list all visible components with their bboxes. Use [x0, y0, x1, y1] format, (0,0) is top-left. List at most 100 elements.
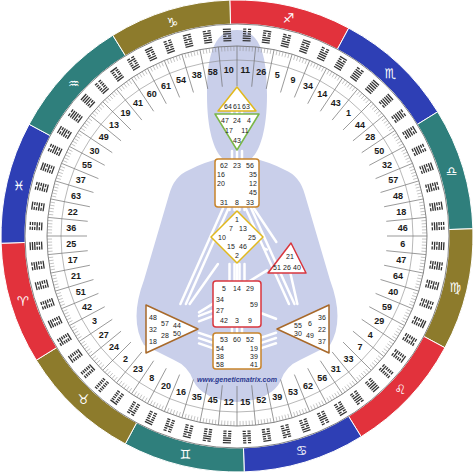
yang-line [183, 435, 191, 438]
yang-line [354, 71, 361, 77]
yin-line [47, 299, 49, 302]
yin-line [30, 222, 31, 225]
yin-line [98, 389, 101, 392]
yin-line [395, 355, 398, 358]
gate-number: 8 [235, 199, 239, 206]
yin-line [31, 262, 33, 265]
degree-tick [399, 144, 403, 146]
yang-line [166, 48, 174, 52]
yin-line [301, 43, 304, 45]
yin-line [432, 242, 433, 245]
degree-tick [156, 403, 158, 408]
yin-line [413, 153, 416, 156]
degree-tick [322, 401, 324, 405]
degree-tick [311, 62, 313, 67]
hexagram-symbol [35, 182, 49, 193]
yin-line [98, 86, 101, 89]
yin-line [430, 306, 432, 309]
gate-number: 20 [217, 180, 225, 187]
yang-line [89, 101, 95, 108]
degree-tick [47, 242, 52, 243]
yang-line [373, 386, 380, 392]
gate-number: 8 [149, 374, 154, 383]
degree-tick [109, 95, 112, 99]
gate-spoke [48, 217, 88, 221]
yang-line [365, 88, 372, 94]
yin-line [67, 131, 70, 134]
yang-line [366, 86, 373, 92]
yang-line [393, 115, 399, 122]
yin-line [443, 227, 444, 230]
gate-spoke [384, 199, 423, 207]
body-silhouette [137, 30, 338, 402]
degree-tick [411, 298, 416, 300]
yin-line [209, 431, 212, 433]
yang-line [48, 321, 53, 329]
degree-tick [76, 136, 80, 139]
yin-line [114, 75, 117, 78]
degree-tick [412, 175, 417, 177]
yin-line [248, 442, 251, 443]
degree-tick [197, 50, 198, 55]
yin-line [405, 136, 408, 139]
degree-tick [215, 420, 217, 425]
yin-line [299, 420, 302, 422]
zodiac-sign: ♐ [283, 11, 295, 24]
yang-line [86, 98, 92, 105]
yin-line [40, 261, 42, 264]
yin-line [166, 422, 169, 424]
spleen-center: 48574450322818 [145, 304, 199, 354]
yin-line [321, 49, 324, 52]
yin-line [427, 168, 429, 171]
yin-line [148, 415, 151, 418]
degree-tick [299, 410, 301, 415]
yang-line [351, 74, 358, 80]
gate-spoke [237, 386, 238, 426]
hexagram-symbol [68, 349, 83, 363]
degree-tick [382, 351, 386, 354]
yang-line [149, 55, 157, 60]
degree-tick [139, 395, 142, 399]
yin-line [113, 73, 116, 76]
yin-line [432, 183, 434, 186]
yin-line [134, 407, 137, 410]
degree-tick [345, 82, 348, 86]
yang-line [33, 262, 35, 270]
yang-line [82, 95, 88, 102]
yang-line [340, 411, 348, 416]
degree-tick [179, 412, 181, 417]
gate-number: 4 [247, 117, 251, 124]
yin-line [382, 364, 385, 367]
yin-line [65, 135, 68, 138]
center-outline [211, 211, 263, 263]
yin-line [117, 390, 120, 393]
channel-line [262, 313, 276, 318]
degree-tick [422, 229, 427, 230]
degree-tick [264, 48, 266, 53]
yang-line [58, 149, 63, 157]
yin-line [149, 413, 152, 416]
yin-line [400, 353, 403, 356]
yin-line [439, 207, 441, 210]
degree-tick [409, 166, 414, 168]
yang-line [41, 222, 43, 230]
hexagram-symbol [243, 28, 252, 41]
yin-line [50, 165, 52, 168]
yin-line [282, 432, 285, 434]
yin-line [44, 280, 46, 283]
yin-line [115, 69, 118, 72]
yin-line [188, 434, 191, 436]
hexagram-symbol [402, 333, 417, 346]
degree-tick [176, 411, 178, 416]
yin-line [283, 436, 286, 438]
yin-line [190, 427, 193, 429]
yin-line [351, 395, 354, 398]
channel-line [236, 112, 239, 113]
gate-number: 7 [357, 343, 362, 352]
degree-tick [50, 201, 55, 203]
degree-tick [153, 402, 155, 406]
degree-tick [57, 175, 62, 177]
degree-tick [63, 310, 68, 312]
hexagram-symbol [243, 430, 252, 443]
degree-tick [209, 48, 211, 53]
